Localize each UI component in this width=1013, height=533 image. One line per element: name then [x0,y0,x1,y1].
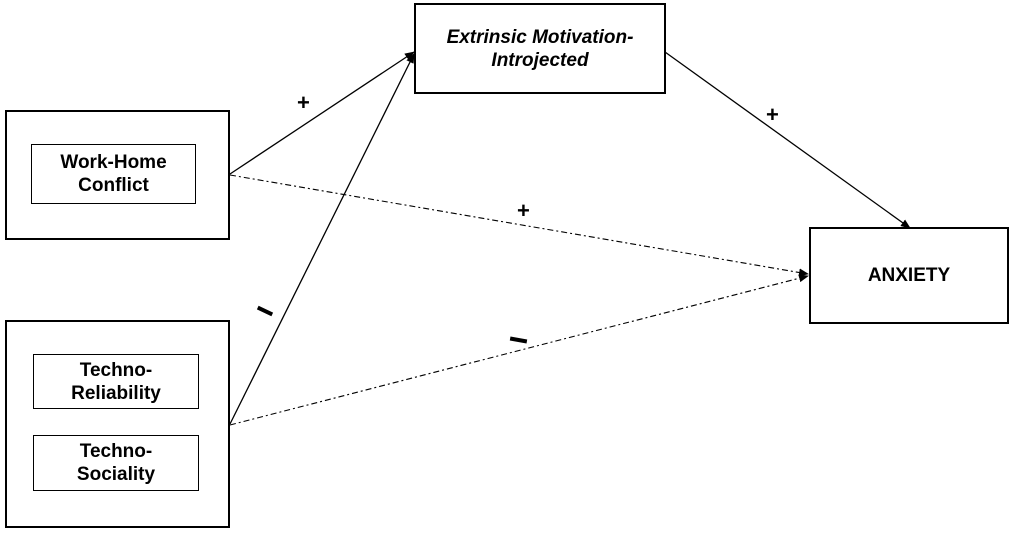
techno-reliability-node: Techno- Reliability [33,354,199,409]
edge-motivation-to-anxiety [664,51,911,229]
extrinsic-motivation-node: Extrinsic Motivation- Introjected [414,3,666,94]
sign-techno-motivation: − [255,300,256,301]
work-home-conflict-node: Work-Home Conflict [31,144,196,204]
sign-workhome-anxiety: + [517,198,530,223]
sign-workhome-motivation: + [297,90,310,115]
edge-techno-to-motivation [229,53,415,425]
sign-techno-anxiety: − [510,333,511,334]
sign-motivation-anxiety: + [766,102,779,127]
edge-workhome-to-motivation [229,51,415,175]
edge-techno-to-anxiety [229,274,809,426]
edge-workhome-to-anxiety [229,174,809,277]
anxiety-node: ANXIETY [809,227,1009,324]
techno-sociality-node: Techno- Sociality [33,435,199,491]
techno-group [5,320,230,528]
